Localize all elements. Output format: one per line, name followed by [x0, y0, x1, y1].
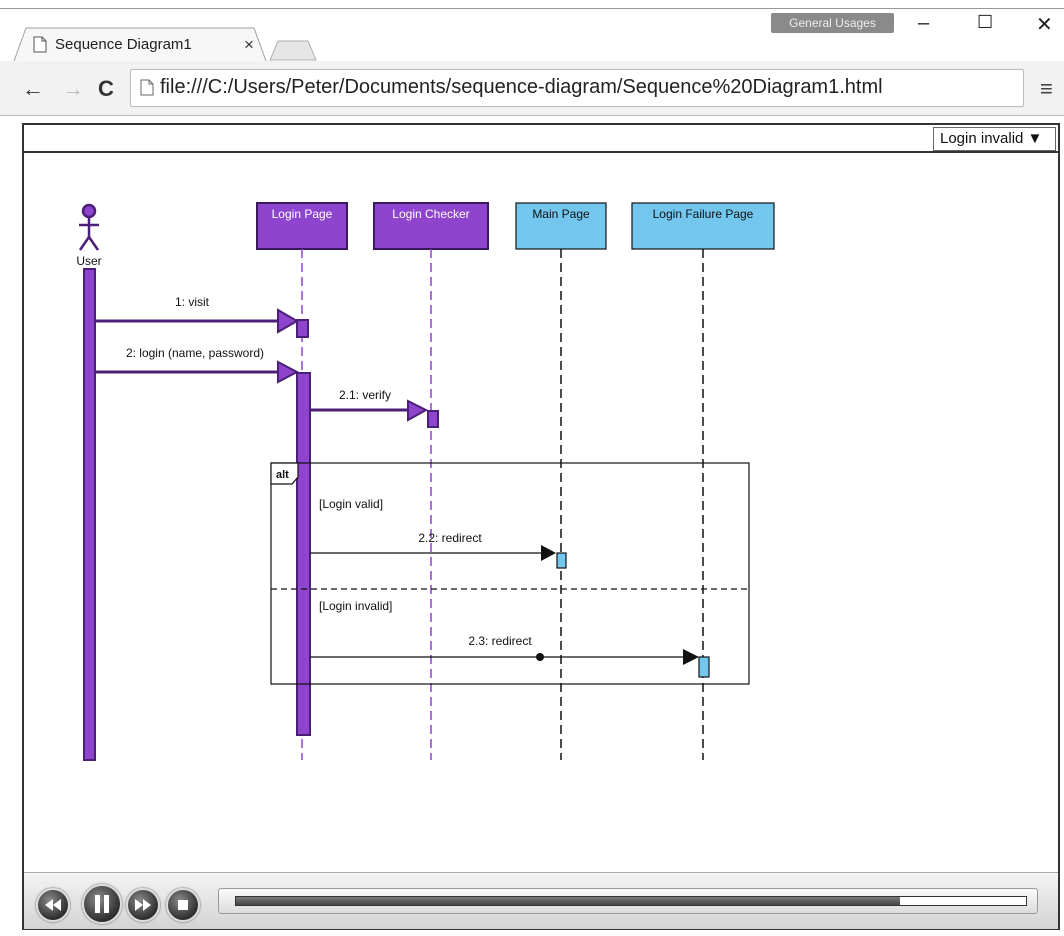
maximize-icon[interactable]: ☐ [977, 12, 994, 32]
message-label: 2.3: redirect [468, 634, 532, 648]
reload-icon[interactable]: C [98, 76, 114, 101]
sequence-diagram: User Login Page Login Checker Main Page … [76, 202, 775, 761]
forward-arrow-icon[interactable]: → [62, 76, 84, 101]
menu-icon[interactable]: ≡ [1040, 76, 1053, 101]
fast-forward-icon [135, 899, 151, 911]
message-label: 2.2: redirect [418, 531, 482, 545]
page-icon [33, 36, 47, 53]
lifeline-label: Login Failure Page [653, 207, 754, 221]
activation-bar [296, 372, 311, 736]
message-redirect-failure: 2.3: redirect [310, 634, 699, 665]
close-window-icon[interactable]: ✕ [1036, 14, 1053, 36]
address-bar[interactable] [130, 69, 1024, 107]
pause-icon [95, 895, 109, 913]
message-label: 2.1: verify [339, 388, 391, 402]
file-icon [140, 79, 154, 96]
stop-button[interactable] [166, 888, 200, 922]
back-arrow-icon[interactable]: ← [22, 76, 44, 101]
pause-button[interactable] [82, 884, 122, 924]
guard-login-valid: [Login valid] [319, 497, 383, 511]
new-tab-button[interactable] [268, 39, 318, 61]
fast-forward-button[interactable] [126, 888, 160, 922]
message-login: 2: login (name, password) [95, 346, 300, 384]
lifeline-label: Main Page [532, 207, 590, 221]
scenario-select[interactable]: Login invalid ▼ [933, 127, 1056, 151]
tab-close-icon[interactable]: × [244, 35, 254, 54]
message-label: 1: visit [175, 295, 210, 309]
activation-bar [698, 656, 710, 678]
progress-fill [236, 897, 900, 905]
window-top-border [0, 0, 1064, 9]
activation-bar [556, 552, 567, 569]
message-verify: 2.1: verify [310, 388, 429, 422]
stop-icon [178, 900, 188, 910]
actor-label: User [76, 254, 101, 268]
rewind-button[interactable] [36, 888, 70, 922]
diagram-frame [22, 123, 1060, 930]
rewind-icon [45, 899, 61, 911]
activation-bar [296, 319, 309, 338]
lifeline-label: Login Checker [392, 207, 469, 221]
profile-badge[interactable]: General Usages [771, 13, 894, 33]
minimize-icon[interactable]: – [918, 12, 930, 34]
message-label: 2: login (name, password) [126, 346, 264, 360]
user-activation-bar [83, 268, 96, 761]
tab-title: Sequence Diagram1 [55, 36, 192, 53]
lifeline-label: Login Page [272, 207, 333, 221]
fragment-operator: alt [276, 469, 289, 481]
alt-fragment: alt [Login valid] [Login invalid] [270, 462, 750, 685]
url-text[interactable]: file:///C:/Users/Peter/Documents/sequenc… [160, 76, 883, 98]
message-visit: 1: visit [95, 295, 299, 334]
message-redirect-main: 2.2: redirect [310, 531, 556, 561]
lifeline-login-failure-page: Login Failure Page [631, 202, 775, 760]
user-actor-icon [78, 203, 100, 251]
browser-tab[interactable] [12, 26, 282, 62]
activation-bar [427, 410, 439, 428]
lifeline-main-page: Main Page [515, 202, 607, 760]
frame-divider [22, 151, 1060, 153]
lifeline-login-checker: Login Checker [373, 202, 489, 760]
guard-login-invalid: [Login invalid] [319, 599, 392, 613]
